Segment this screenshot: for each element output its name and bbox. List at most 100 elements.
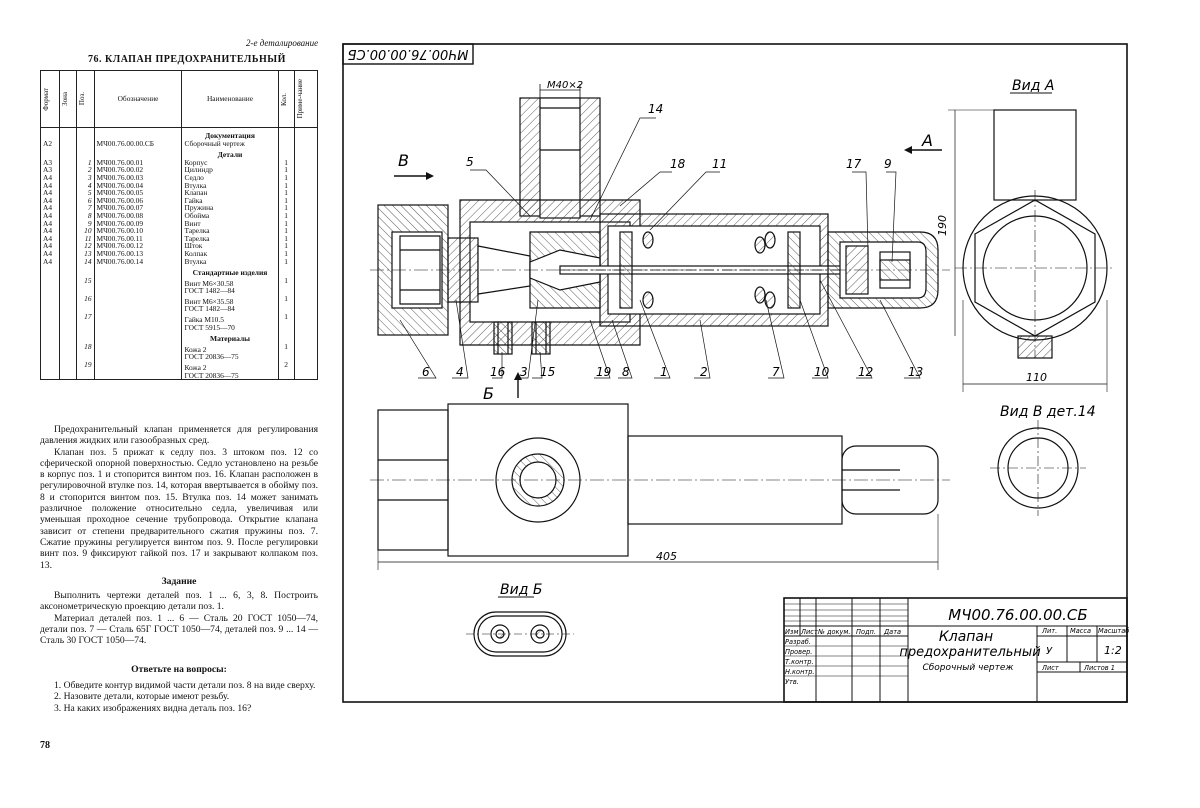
cell-format: A4 <box>39 250 61 258</box>
question: 2. Назовите детали, которые имеют резьбу… <box>54 691 230 703</box>
tb-doc-type: Сборочный чертеж <box>922 663 1014 673</box>
cell-format <box>39 294 61 314</box>
tb-scale-value: 1:2 <box>1104 644 1122 657</box>
cell-format: A4 <box>39 219 61 228</box>
callouts-bottom: 6 4 16 3 15 19 8 1 2 7 10 12 13 <box>422 365 923 379</box>
callout: 1 <box>660 365 668 379</box>
cell-pos: 2 <box>76 166 95 174</box>
cell-format <box>39 361 61 381</box>
sheet-frame <box>342 43 1128 703</box>
cell-name-line: Гайка М10.5 <box>184 315 224 325</box>
callout: 12 <box>858 365 873 379</box>
cell-pos: 1 <box>76 159 95 167</box>
top-view <box>370 403 950 570</box>
cell-name-line: Кожа 2 <box>184 344 207 354</box>
cell-format: A3 <box>39 166 61 174</box>
page-number: 78 <box>40 740 50 751</box>
tb-role: Утв. <box>785 678 799 686</box>
cell-pos: 14 <box>76 257 95 266</box>
cell-pos: 3 <box>76 174 95 182</box>
callout: 7 <box>772 365 780 379</box>
cell-pos: 4 <box>76 181 95 190</box>
cell-pos: 7 <box>76 204 95 212</box>
description-paragraph: Клапан поз. 5 прижат к седлу поз. 3 шток… <box>40 446 318 571</box>
tb-col: Лист <box>800 628 818 636</box>
callout: 6 <box>422 365 430 379</box>
tb-role: Разраб. <box>785 638 811 646</box>
callouts-top: 5 14 18 11 17 9 <box>466 102 892 171</box>
question: 1. Обведите контур видимой части детали … <box>54 680 316 691</box>
tb-col: Подп. <box>856 628 876 636</box>
callout: 5 <box>466 155 474 169</box>
cell-format <box>39 342 61 362</box>
questions-heading: Ответьте на вопросы: <box>131 664 227 675</box>
stamp-code: МЧ00.76.00.00.СБ <box>348 46 469 61</box>
cell-format <box>39 313 61 332</box>
callout: 17 <box>846 157 862 171</box>
tb-role: Н.контр. <box>785 668 815 676</box>
callout: 8 <box>622 365 630 379</box>
callout: 14 <box>648 102 663 116</box>
arrow-v-label: В <box>398 151 409 170</box>
tb-name-line2: предохранительный <box>899 645 1040 660</box>
cell-format: A4 <box>39 204 61 212</box>
cell-name-line: ГОСТ 20836—75 <box>184 370 239 380</box>
cell-pos: 18 <box>76 343 95 362</box>
cell-pos: 15 <box>76 276 95 295</box>
cell-format: A4 <box>39 174 61 182</box>
task-heading: Задание <box>161 576 197 587</box>
tb-mass-header: Масса <box>1070 627 1091 635</box>
cell-format: A4 <box>39 227 61 235</box>
tb-lit-value: У <box>1046 646 1053 657</box>
dim-405: 405 <box>656 550 677 563</box>
callout-leaders <box>399 117 921 379</box>
callout: 9 <box>884 157 892 171</box>
cell-format: A4 <box>39 257 61 266</box>
tb-scale-header: Масштаб <box>1098 627 1129 635</box>
question: 3. На каких изображениях видна деталь по… <box>54 702 252 714</box>
section-row: Стандартные изделия <box>39 265 319 277</box>
callout: 16 <box>490 365 506 379</box>
callout: 18 <box>670 157 686 171</box>
callout: 3 <box>520 365 528 379</box>
callout: 11 <box>712 157 727 171</box>
tb-col: Дата <box>883 628 901 636</box>
title-block-code: МЧ00.76.00.00.СБ <box>948 606 1087 624</box>
header-right: 2-е деталирование <box>246 38 319 48</box>
title-block <box>783 597 1128 703</box>
tb-sheet: Лист <box>1041 664 1059 672</box>
tb-lit-header: Лит. <box>1041 627 1057 635</box>
section-row: Документация <box>39 127 319 140</box>
thread-dimension <box>539 84 581 98</box>
cell-name-line: ГОСТ 1482—84 <box>184 304 235 314</box>
section-view <box>370 97 950 355</box>
callout: 19 <box>596 365 611 379</box>
tb-sheets: Листов 1 <box>1083 664 1115 672</box>
thread-label: М40×2 <box>547 80 583 91</box>
cell-pos: 17 <box>76 313 95 332</box>
callout: 4 <box>456 365 464 379</box>
view-b <box>466 611 574 657</box>
task-block: Выполнить чертежи деталей поз. 1 ... 6, … <box>40 590 318 646</box>
task-text: Выполнить чертежи деталей поз. 1 ... 6, … <box>40 590 318 613</box>
dim-190: 190 <box>936 215 949 236</box>
cell-pos: 13 <box>76 250 95 258</box>
cell-pos: 5 <box>76 189 95 197</box>
cell-pos: 19 <box>76 361 95 381</box>
cell-format: A4 <box>39 235 61 243</box>
cell-pos: 6 <box>76 197 95 205</box>
